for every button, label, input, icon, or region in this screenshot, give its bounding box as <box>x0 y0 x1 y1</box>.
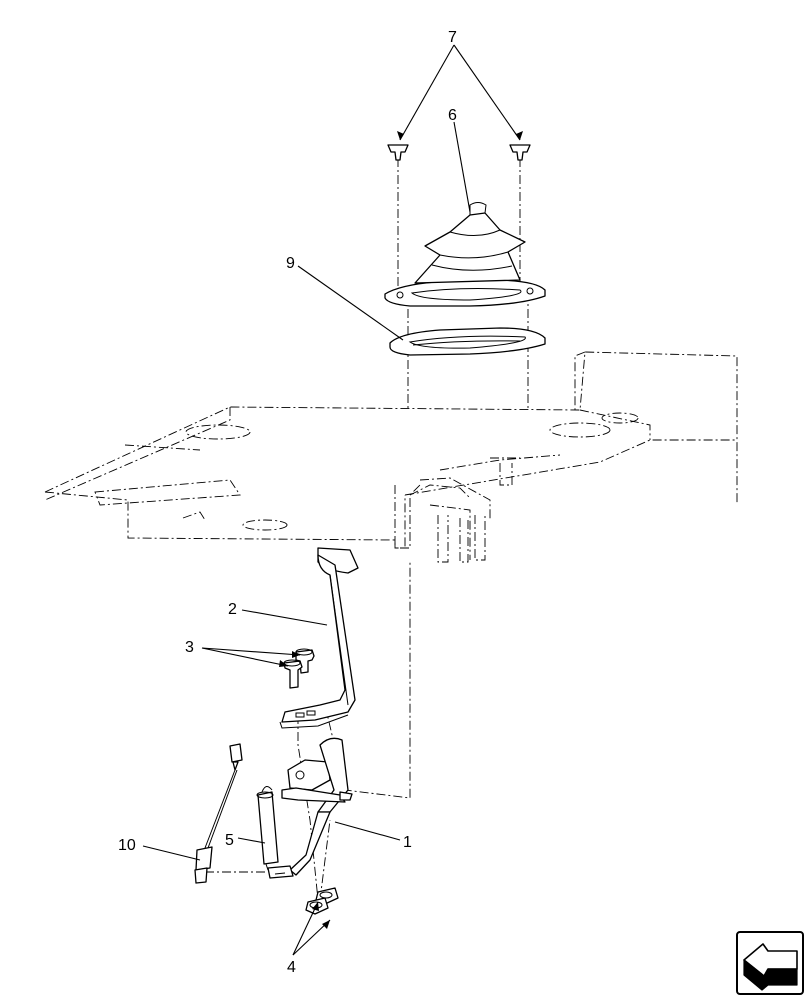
callout-1: 1 <box>403 834 412 851</box>
bolt-lower <box>283 659 303 689</box>
page-turn-arrow-icon[interactable] <box>736 931 804 995</box>
callout-7: 7 <box>448 29 457 46</box>
floor-plate-phantom <box>44 351 738 549</box>
boot <box>384 202 546 307</box>
callout-5: 5 <box>225 832 234 849</box>
spring <box>256 786 279 871</box>
cable-rod <box>194 743 243 884</box>
callout-3: 3 <box>185 639 194 656</box>
push-rivet-right <box>509 144 531 161</box>
push-rivet-left <box>387 144 409 161</box>
callout-4: 4 <box>287 959 296 976</box>
callout-6: 6 <box>448 107 457 124</box>
pedal-mount-phantom <box>394 457 520 563</box>
callout-9: 9 <box>286 255 295 272</box>
gasket <box>389 327 546 356</box>
leader-lines <box>142 44 523 956</box>
pivot-bracket <box>267 737 353 879</box>
pedal-arm <box>279 547 359 729</box>
callout-2: 2 <box>228 601 237 618</box>
callout-10: 10 <box>118 837 136 854</box>
